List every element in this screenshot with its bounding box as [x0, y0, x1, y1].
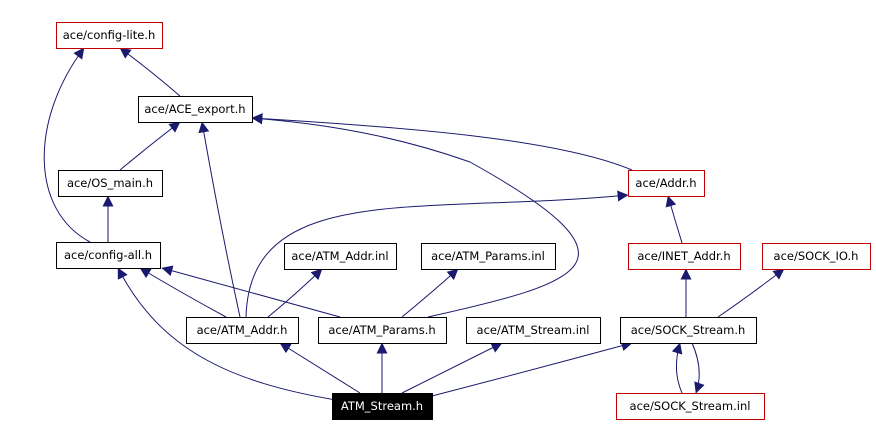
node-atm-addr[interactable]: ace/ATM_Addr.h [186, 317, 299, 344]
node-box [186, 317, 299, 344]
edge-atm-addr-to-ace-export [198, 121, 241, 318]
node-atm-params[interactable]: ace/ATM_Params.h [318, 317, 447, 344]
node-label: ace/config-lite.h [63, 28, 156, 42]
edge-atm-stream-to-atm-stream-inl [401, 342, 503, 394]
node-label: ace/ATM_Addr.inl [291, 249, 388, 263]
edge-atm-addr-to-atm-addr-inl [267, 268, 323, 318]
node-atm-stream-inl[interactable]: ace/ATM_Stream.inl [466, 317, 601, 344]
node-box [318, 317, 447, 344]
node-box [332, 393, 433, 420]
node-box [620, 317, 757, 344]
edge-os-main-to-ace-export [119, 121, 181, 171]
edge-config-all-to-config-lite [43, 47, 91, 243]
node-label: ace/OS_main.h [67, 176, 153, 190]
node-os-main[interactable]: ace/OS_main.h [58, 170, 163, 197]
node-label: ace/INET_Addr.h [637, 249, 730, 263]
node-inet-addr[interactable]: ace/INET_Addr.h [628, 243, 741, 270]
node-label: ace/ATM_Stream.inl [477, 323, 590, 337]
node-label: ace/ATM_Params.h [328, 323, 435, 337]
node-addr[interactable]: ace/Addr.h [628, 170, 705, 197]
node-box [56, 22, 163, 49]
node-atm-params-inl[interactable]: ace/ATM_Params.inl [421, 243, 556, 270]
edges-layer [43, 47, 785, 401]
node-sock-stream[interactable]: ace/SOCK_Stream.h [620, 317, 757, 344]
node-config-all[interactable]: ace/config-all.h [56, 242, 161, 269]
node-box [138, 96, 253, 123]
edge-atm-stream-to-config-all [117, 267, 337, 401]
node-label: ace/Addr.h [635, 176, 696, 190]
edge-sock-stream-to-sock-io [717, 268, 785, 318]
edge-atm-addr-to-config-all [139, 267, 227, 318]
edge-atm-stream-to-sock-stream [431, 340, 633, 397]
edge-inet-addr-to-addr [665, 195, 683, 244]
edge-atm-stream-to-atm-addr [279, 342, 361, 394]
node-box [56, 242, 161, 269]
node-box [762, 243, 871, 270]
node-label: ace/ACE_export.h [144, 102, 245, 116]
node-label: ATM_Stream.h [341, 399, 423, 413]
edge-atm-addr-to-addr [245, 190, 629, 318]
node-box [284, 243, 397, 270]
edge-atm-params-to-ace-export [251, 113, 579, 318]
node-box [616, 393, 765, 420]
node-box [58, 170, 163, 197]
edge-sock-stream-inl-to-sock-stream [671, 342, 683, 394]
node-label: ace/ATM_Addr.h [197, 323, 288, 337]
node-atm-stream-root[interactable]: ATM_Stream.h [332, 393, 433, 420]
node-box [628, 170, 705, 197]
node-ace-export[interactable]: ace/ACE_export.h [138, 96, 253, 123]
node-sock-io[interactable]: ace/SOCK_IO.h [762, 243, 871, 270]
nodes-layer: ace/config-lite.h ace/ACE_export.h ace/O… [56, 22, 871, 420]
node-label: ace/SOCK_Stream.h [631, 323, 746, 337]
node-label: ace/config-all.h [64, 248, 152, 262]
node-label: ace/ATM_Params.inl [431, 249, 545, 263]
node-label: ace/SOCK_Stream.inl [630, 399, 751, 413]
node-label: ace/SOCK_IO.h [774, 249, 859, 263]
node-config-lite[interactable]: ace/config-lite.h [56, 22, 163, 49]
edge-addr-to-ace-export [251, 113, 633, 171]
node-box [628, 243, 741, 270]
edge-ace-export-to-config-lite [119, 47, 181, 97]
node-box [466, 317, 601, 344]
edge-sock-stream-to-sock-stream-inl [691, 342, 705, 394]
node-box [421, 243, 556, 270]
edge-atm-params-to-config-all [161, 265, 341, 318]
edge-atm-params-to-atm-params-inl [401, 268, 459, 318]
node-sock-stream-inl[interactable]: ace/SOCK_Stream.inl [616, 393, 765, 420]
node-atm-addr-inl[interactable]: ace/ATM_Addr.inl [284, 243, 397, 270]
